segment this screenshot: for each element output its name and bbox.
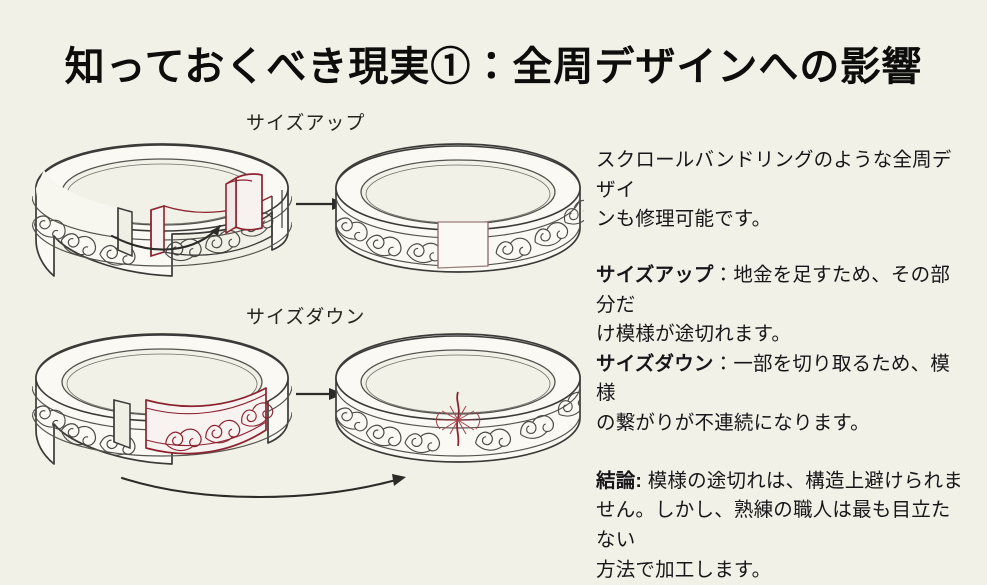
size-up-bold-label: サイズアップ bbox=[596, 264, 714, 286]
intro-paragraph: スクロールバンドリングのような全周デザイ ンも修理可能です。 bbox=[596, 146, 968, 235]
size-down-explanation-line-1: サイズダウン：一部を切り取るため、模様 bbox=[596, 350, 968, 409]
size-up-explanation-line-1: サイズアップ：地金を足すため、その部分だ bbox=[596, 261, 968, 320]
size-down-explanation-line-2: の繋がりが不連続になります。 bbox=[596, 409, 968, 439]
diagram-area: サイズアップ サイズダウン bbox=[14, 100, 586, 520]
conclusion-text-1: 模様の途切れは、構造上避けられま bbox=[642, 470, 963, 492]
conclusion-bold-label: 結論: bbox=[596, 470, 642, 492]
removal-motion-arrow bbox=[122, 474, 406, 497]
intro-line-1: スクロールバンドリングのような全周デザイ bbox=[596, 146, 968, 205]
conclusion-line-2: せん。しかし、熟練の職人は最も目立たない bbox=[596, 496, 968, 555]
intro-line-2: ンも修理可能です。 bbox=[596, 205, 968, 235]
size-up-explanation-line-2: け模様が途切れます。 bbox=[596, 320, 968, 350]
size-down-bold-label: サイズダウン bbox=[596, 353, 714, 375]
explanation-panel: スクロールバンドリングのような全周デザイ ンも修理可能です。 サイズアップ：地金… bbox=[596, 146, 968, 585]
ring-illustrations bbox=[14, 100, 586, 520]
page-title: 知っておくべき現実①：全周デザインへの影響 bbox=[0, 34, 987, 92]
size-change-paragraph: サイズアップ：地金を足すため、その部分だ け模様が途切れます。 サイズダウン：一… bbox=[596, 261, 968, 439]
conclusion-line-3: 方法で加工します。 bbox=[596, 556, 968, 585]
slide-canvas: 知っておくべき現実①：全周デザインへの影響 サイズアップ サイズダウン bbox=[0, 0, 987, 531]
conclusion-line-1: 結論: 模様の途切れは、構造上避けられま bbox=[596, 467, 968, 497]
ring-size-down-before bbox=[30, 334, 292, 464]
conclusion-paragraph: 結論: 模様の途切れは、構造上避けられま せん。しかし、熟練の職人は最も目立たな… bbox=[596, 467, 968, 585]
ring-size-down-after bbox=[332, 334, 586, 462]
ring-size-up-after bbox=[332, 144, 586, 272]
metal-insert-block bbox=[226, 174, 262, 233]
